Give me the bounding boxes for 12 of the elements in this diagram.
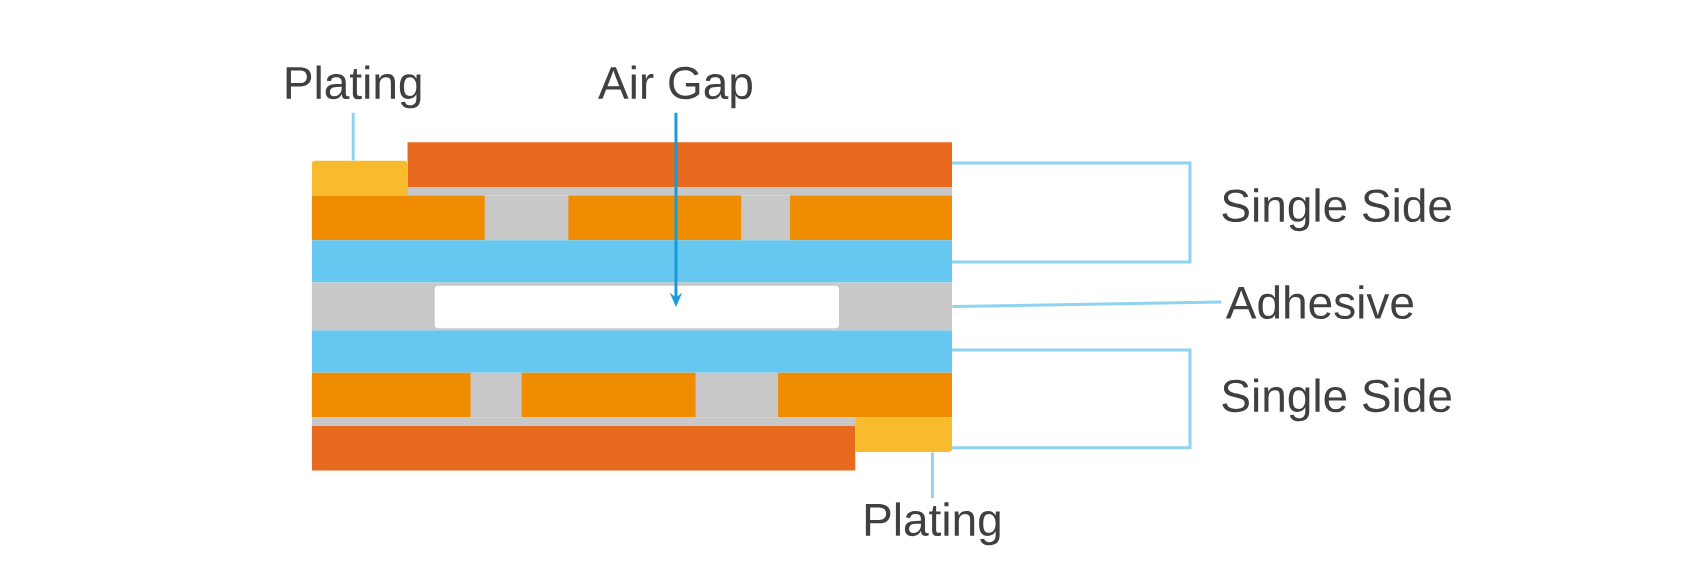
label-text: Single Side [1222,378,1451,422]
label-text: Adhesive [1225,285,1413,320]
label-text: Single Side [1222,188,1451,232]
air-gap [434,286,839,329]
layer-block [855,417,952,453]
label-text: Plating [865,502,1000,546]
label-text: Air Gap [598,65,752,109]
leader-line [930,452,934,499]
layer-block [311,161,408,196]
label-text: Plating [286,65,421,109]
leader-line [351,113,355,161]
leader-line [952,300,1222,309]
